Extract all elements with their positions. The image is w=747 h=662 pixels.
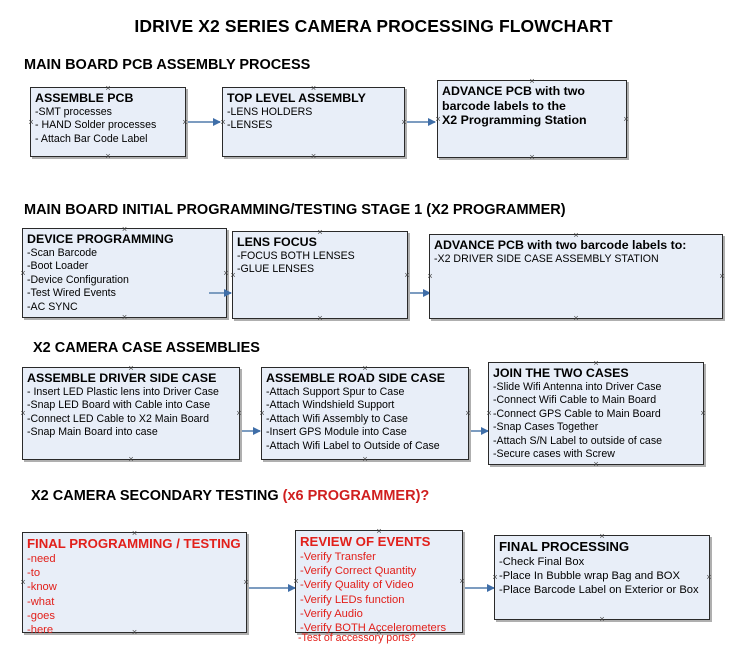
node-title: LENS FOCUS xyxy=(237,235,317,249)
node-line: -SMT processes xyxy=(35,105,112,118)
node-line: -know xyxy=(27,581,57,594)
section-heading-4: X2 CAMERA SECONDARY TESTING (x6 PROGRAMM… xyxy=(31,488,429,504)
node-assemble-driver-side-case[interactable]: ASSEMBLE DRIVER SIDE CASE - Insert LED P… xyxy=(22,367,240,460)
node-title: REVIEW OF EVENTS xyxy=(300,534,431,549)
node-line: -Verify Transfer xyxy=(300,550,376,563)
node-line: - Insert LED Plastic lens into Driver Ca… xyxy=(27,385,219,398)
connector-arrow xyxy=(407,117,436,126)
node-lens-focus[interactable]: LENS FOCUS -FOCUS BOTH LENSES -GLUE LENS… xyxy=(232,231,408,319)
resize-handle-bottom[interactable] xyxy=(309,152,318,161)
node-line: -Verify BOTH Accelerometers xyxy=(300,622,447,635)
node-device-programming[interactable]: DEVICE PROGRAMMING -Scan Barcode -Boot L… xyxy=(22,228,227,318)
node-advance-pcb-to-driver-side[interactable]: ADVANCE PCB with two barcode labels to: … xyxy=(429,234,723,319)
node-line: -need xyxy=(27,552,56,565)
page-title: IDRIVE X2 SERIES CAMERA PROCESSING FLOWC… xyxy=(134,16,613,36)
node-line: X2 Programming Station xyxy=(442,113,587,128)
node-title: ADVANCE PCB with two xyxy=(442,84,585,98)
node-line: -Place In Bubble wrap Bag and BOX xyxy=(499,569,680,582)
node-line: -here xyxy=(27,624,54,637)
node-line: -Test Wired Events xyxy=(27,287,116,300)
resize-handle-bottom[interactable] xyxy=(528,153,537,162)
node-line: -Verify LEDs function xyxy=(300,593,405,606)
node-line: -Boot Loader xyxy=(27,260,89,273)
node-line: -LENSES xyxy=(227,119,273,132)
node-assemble-pcb[interactable]: ASSEMBLE PCB -SMT processes - HAND Solde… xyxy=(30,87,186,157)
node-top-level-assembly[interactable]: TOP LEVEL ASSEMBLY -LENS HOLDERS -LENSES xyxy=(222,87,405,157)
connector-arrow xyxy=(410,288,431,297)
node-advance-pcb-to-programming-station[interactable]: ADVANCE PCB with two barcode labels to t… xyxy=(437,80,627,158)
node-line: -Verify Quality of Video xyxy=(300,579,414,592)
node-title: ASSEMBLE DRIVER SIDE CASE xyxy=(27,371,217,385)
node-final-programming-testing[interactable]: FINAL PROGRAMMING / TESTING -need -to -k… xyxy=(22,532,247,636)
node-line: -Attach Wifi Assembly to Case xyxy=(266,412,408,425)
node-line-overflow: -Test of accessory ports? xyxy=(298,632,416,644)
node-review-of-events[interactable]: REVIEW OF EVENTS -Verify Transfer -Verif… xyxy=(295,530,463,635)
node-line: -Attach Wifi Label to Outside of Case xyxy=(266,439,440,452)
section-heading-4-accent: (x6 PROGRAMMER)? xyxy=(282,488,430,504)
node-title: JOIN THE TWO CASES xyxy=(493,366,629,380)
node-line: -GLUE LENSES xyxy=(237,263,315,276)
node-title: ADVANCE PCB with two barcode labels to: xyxy=(434,238,687,252)
resize-handle-bottom[interactable] xyxy=(104,152,113,161)
node-line: -to xyxy=(27,566,41,579)
node-line: -Verify Audio xyxy=(300,607,363,620)
section-heading-4-text: X2 CAMERA SECONDARY TESTING xyxy=(31,488,283,504)
connector-arrow xyxy=(471,426,489,435)
resize-handle-bottom[interactable] xyxy=(598,615,607,624)
resize-handle-bottom[interactable] xyxy=(361,455,370,464)
connector-arrow xyxy=(465,583,495,592)
node-line: -Place Barcode Label on Exterior or Box xyxy=(499,584,699,597)
node-line: -Attach Windshield Support xyxy=(266,399,395,412)
connector-arrow xyxy=(249,583,296,592)
node-join-the-two-cases[interactable]: JOIN THE TWO CASES -Slide Wifi Antenna i… xyxy=(488,362,704,465)
node-title: FINAL PROGRAMMING / TESTING xyxy=(27,536,241,551)
node-assemble-road-side-case[interactable]: ASSEMBLE ROAD SIDE CASE -Attach Support … xyxy=(261,367,469,460)
connector-arrow xyxy=(209,288,232,297)
section-heading-3: X2 CAMERA CASE ASSEMBLIES xyxy=(33,340,260,356)
node-line: -Snap Main Board into case xyxy=(27,426,158,439)
node-line: -Snap Cases Together xyxy=(493,421,599,434)
node-line: -Scan Barcode xyxy=(27,246,98,259)
node-line: -Device Configuration xyxy=(27,273,129,286)
resize-handle-left[interactable] xyxy=(426,272,435,281)
resize-handle-bottom[interactable] xyxy=(127,455,136,464)
resize-handle-right[interactable] xyxy=(718,272,727,281)
node-final-processing[interactable]: FINAL PROCESSING -Check Final Box -Place… xyxy=(494,535,710,620)
node-line: -X2 DRIVER SIDE CASE ASSEMBLY STATION xyxy=(434,252,659,265)
node-line: -Attach S/N Label to outside of case xyxy=(493,434,663,447)
node-line: -Insert GPS Module into Case xyxy=(266,426,407,439)
node-title: ASSEMBLE ROAD SIDE CASE xyxy=(266,371,445,385)
section-heading-2: MAIN BOARD INITIAL PROGRAMMING/TESTING S… xyxy=(24,202,566,218)
node-line: -AC SYNC xyxy=(27,300,78,313)
node-title: DEVICE PROGRAMMING xyxy=(27,232,174,246)
node-line: -Slide Wifi Antenna into Driver Case xyxy=(493,380,662,393)
node-line: -Connect LED Cable to X2 Main Board xyxy=(27,412,209,425)
node-line: -Secure cases with Screw xyxy=(493,448,615,461)
node-title: TOP LEVEL ASSEMBLY xyxy=(227,91,366,105)
resize-handle-bottom[interactable] xyxy=(572,314,581,323)
section-heading-1: MAIN BOARD PCB ASSEMBLY PROCESS xyxy=(24,57,311,73)
node-line: - HAND Solder processes xyxy=(35,119,157,132)
node-line: -Connect GPS Cable to Main Board xyxy=(493,407,661,420)
node-line: -LENS HOLDERS xyxy=(227,105,313,118)
node-line: - Attach Bar Code Label xyxy=(35,132,148,145)
node-line: -goes xyxy=(27,609,55,622)
node-line: -FOCUS BOTH LENSES xyxy=(237,249,355,262)
node-line: -what xyxy=(27,595,55,608)
node-line: -Attach Support Spur to Case xyxy=(266,385,405,398)
connector-arrow xyxy=(188,117,221,126)
node-title: ASSEMBLE PCB xyxy=(35,91,134,105)
node-line: barcode labels to the xyxy=(442,98,566,113)
node-line: -Check Final Box xyxy=(499,555,585,568)
connector-arrow xyxy=(242,426,261,435)
node-line: -Snap LED Board with Cable into Case xyxy=(27,399,211,412)
node-title: FINAL PROCESSING xyxy=(499,539,630,554)
node-line: -Verify Correct Quantity xyxy=(300,564,417,577)
node-line: -Connect Wifi Cable to Main Board xyxy=(493,394,657,407)
resize-handle-bottom[interactable] xyxy=(316,314,325,323)
